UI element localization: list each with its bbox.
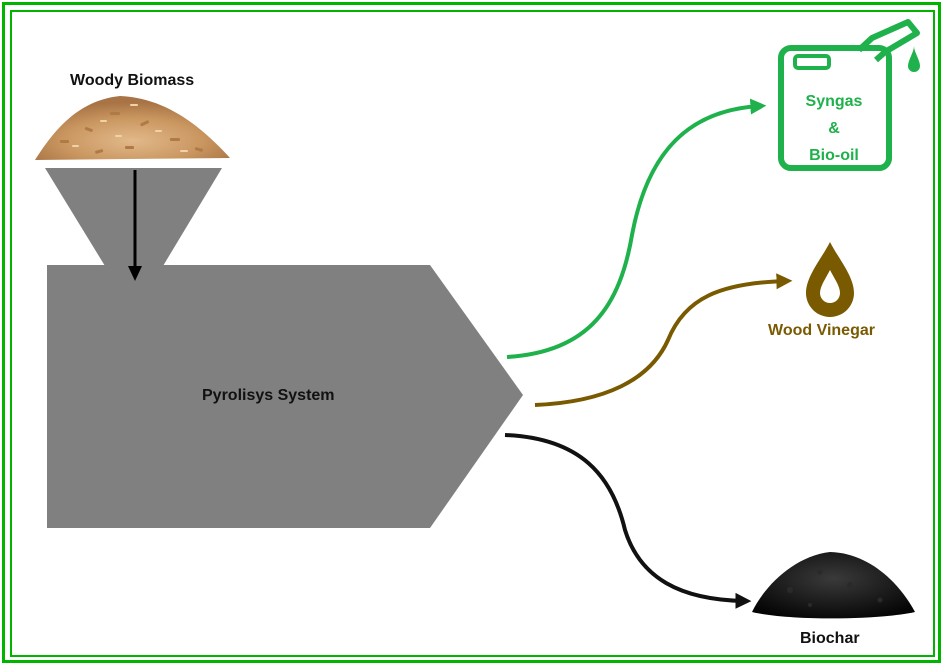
biochar-arrow [504,433,752,609]
syngas-bio-oil-label: Syngas & Bio-oil [794,88,874,169]
syngas-arrow [506,98,767,359]
syngas-label-line2: & [828,120,840,137]
wood-vinegar-arrow [534,273,793,407]
biochar-label: Biochar [800,630,860,647]
inner-frame [10,10,935,657]
wood-vinegar-label: Wood Vinegar [768,322,875,339]
charcoal-pile-icon [752,552,915,619]
syngas-label-line1: Syngas [805,93,863,110]
feed-arrow [128,170,142,281]
pyrolysis-system-label: Pyrolisys System [202,387,335,404]
droplet-icon [806,242,854,317]
wood-chips-pile-icon [35,96,230,160]
woody-biomass-label: Woody Biomass [70,72,195,89]
jerry-can-icon [778,19,920,171]
pyrolysis-machine [47,265,523,528]
syngas-label-line3: Bio-oil [809,147,859,164]
